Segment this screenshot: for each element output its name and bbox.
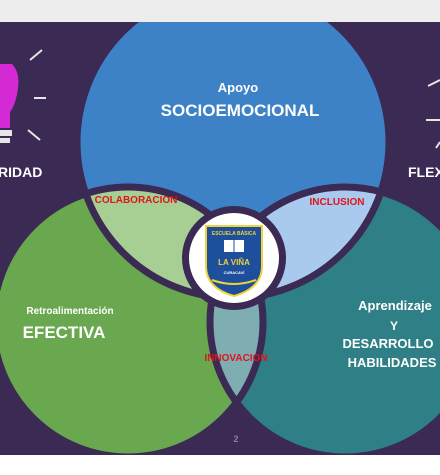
window-top-strip xyxy=(0,0,440,22)
top-circle-title: Apoyo xyxy=(218,80,259,95)
slide-number: 2 xyxy=(233,434,238,444)
right-circle-conjunction: Y xyxy=(390,319,398,333)
left-side-word: RIDAD xyxy=(0,164,42,180)
intersection-label-innovation: INNOVACION xyxy=(204,353,267,364)
top-circle-subtitle: SOCIOEMOCIONAL xyxy=(161,101,320,120)
left-circle-title: Retroalimentación xyxy=(26,306,113,317)
venn-diagram: RIDAD FLEX ESCUELA BÁSICA LA VIÑA CURACA… xyxy=(0,22,440,455)
crest-text-top: ESCUELA BÁSICA xyxy=(212,230,257,237)
right-circle-outline xyxy=(206,183,440,455)
school-crest-logo: ESCUELA BÁSICA LA VIÑA CURACAVÍ xyxy=(205,225,263,298)
slide-canvas: RIDAD FLEX ESCUELA BÁSICA LA VIÑA CURACA… xyxy=(0,22,440,455)
crest-text-sub: CURACAVÍ xyxy=(224,270,246,275)
window-bottom-strip xyxy=(0,455,440,475)
left-circle-subtitle: EFECTIVA xyxy=(23,323,106,342)
right-circle-subtitle: DESARROLLO xyxy=(343,336,434,351)
right-circle-subtitle-2: HABILIDADES xyxy=(348,355,437,370)
right-side-word: FLEX xyxy=(408,164,440,180)
crest-text-middle: LA VIÑA xyxy=(218,258,250,267)
left-circle-outline xyxy=(0,183,267,455)
intersection-label-collaboration: COLABORACION xyxy=(95,195,178,206)
lightbulb-icon xyxy=(0,49,46,143)
right-circle-title: Aprendizaje xyxy=(358,298,432,313)
flexibility-icon xyxy=(426,79,440,149)
intersection-label-inclusion: INCLUSION xyxy=(310,197,365,208)
